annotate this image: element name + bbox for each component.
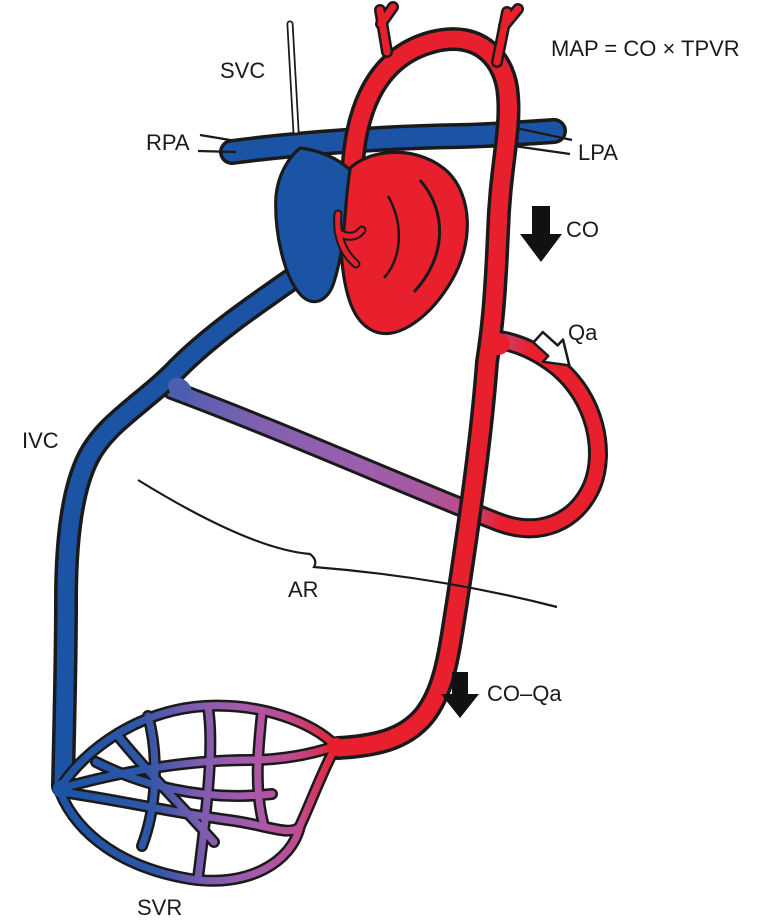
capillary-venous-outlet <box>53 780 71 798</box>
ar-brace <box>137 479 558 609</box>
heart-left-ventricle <box>338 150 469 335</box>
lpa-leader-lines <box>513 126 573 156</box>
label-qa: Qa <box>568 320 598 345</box>
label-svc: SVC <box>220 58 265 83</box>
label-ivc: IVC <box>22 428 59 453</box>
coronary-vessels <box>333 209 367 269</box>
heart-detail-lines <box>383 179 441 294</box>
label-ar: AR <box>288 577 319 602</box>
rpa-leader-lines <box>197 133 237 154</box>
label-lpa: LPA <box>578 140 618 165</box>
heart-right-atrium <box>274 146 352 304</box>
qa-flow-arrow-icon <box>532 330 571 367</box>
label-rpa: RPA <box>146 130 190 155</box>
av-fistula-vessel <box>172 339 598 528</box>
capillary-arterial-inlet <box>327 738 345 756</box>
co-minus-qa-flow-arrow-icon <box>441 672 479 718</box>
ivc-vessel <box>63 272 302 786</box>
svc-vessel <box>290 24 296 131</box>
label-co-minus-qa: CO–Qa <box>487 681 562 706</box>
label-equation: MAP = CO × TPVR <box>551 36 740 61</box>
label-co: CO <box>566 217 599 242</box>
co-flow-arrow-icon <box>520 206 562 262</box>
label-svr: SVR <box>137 895 182 920</box>
fistula-venous-junction <box>168 377 192 401</box>
fistula-arterial-junction <box>486 333 510 355</box>
aorta-vessel <box>338 39 510 748</box>
capillary-network <box>53 706 345 881</box>
